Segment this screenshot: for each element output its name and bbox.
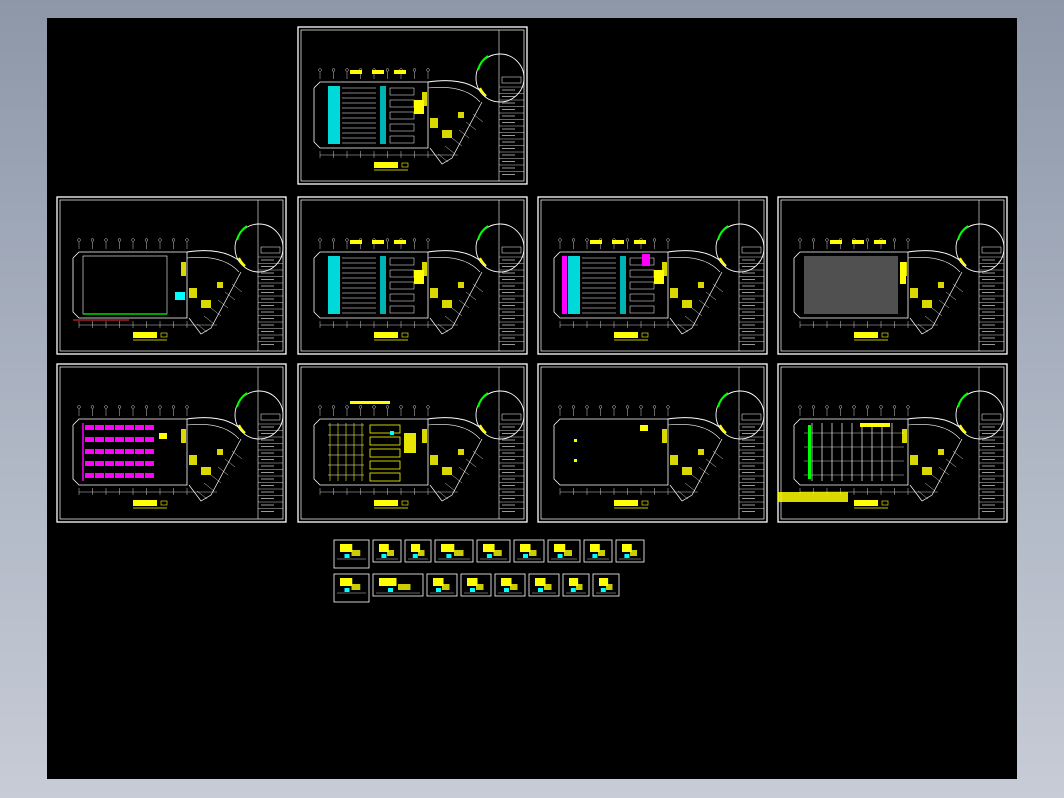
sheet-inner-border bbox=[540, 366, 765, 520]
sheet-outer-border bbox=[777, 196, 1008, 355]
sheet-outer-border bbox=[297, 196, 528, 355]
sheet-inner-border bbox=[540, 199, 765, 352]
sheet-inner-border bbox=[59, 366, 284, 520]
detail-sheet[interactable] bbox=[562, 573, 590, 597]
floor-plan bbox=[72, 238, 246, 335]
title-block bbox=[498, 30, 524, 181]
sheet-r1-c4[interactable] bbox=[777, 196, 1008, 355]
round-room bbox=[475, 223, 525, 273]
sheet-outer-border bbox=[537, 196, 768, 355]
detail-sheet[interactable] bbox=[615, 539, 645, 563]
detail-row-1[interactable] bbox=[333, 539, 645, 569]
sheet-inner-border bbox=[300, 366, 525, 520]
round-room bbox=[955, 223, 1005, 273]
title-block bbox=[498, 200, 524, 351]
round-room bbox=[234, 390, 284, 440]
title-block bbox=[257, 200, 283, 351]
annotations bbox=[133, 429, 223, 509]
annotations bbox=[614, 429, 704, 509]
round-room bbox=[955, 390, 1005, 440]
annotations bbox=[374, 92, 464, 171]
detail-sheet[interactable] bbox=[513, 539, 545, 563]
detail-sheet[interactable] bbox=[460, 573, 492, 597]
sheet-r1-c2[interactable] bbox=[297, 196, 528, 355]
floor-plan bbox=[313, 238, 487, 335]
detail-sheet[interactable] bbox=[404, 539, 432, 563]
round-room bbox=[234, 223, 284, 273]
sheet-r2-c2[interactable] bbox=[297, 363, 528, 523]
title-block bbox=[738, 200, 764, 351]
sheet-outer-border bbox=[777, 363, 1008, 523]
cad-model-space[interactable] bbox=[47, 18, 1017, 779]
sheet-outer-border bbox=[297, 26, 528, 185]
detail-sheet[interactable] bbox=[592, 573, 620, 597]
floor-plan bbox=[313, 68, 487, 165]
annotations bbox=[854, 429, 944, 509]
sheet-r1-c1[interactable] bbox=[56, 196, 287, 355]
detail-sheet[interactable] bbox=[426, 573, 458, 597]
title-block bbox=[498, 367, 524, 519]
sheet-inner-border bbox=[300, 199, 525, 352]
sheet-outer-border bbox=[56, 196, 287, 355]
cad-drawing-canvas[interactable] bbox=[47, 18, 1017, 779]
plan-interior bbox=[73, 255, 185, 321]
sheet-inner-border bbox=[780, 366, 1005, 520]
sheet-outer-border bbox=[297, 363, 528, 523]
detail-sheet[interactable] bbox=[528, 573, 560, 597]
sheet-inner-border bbox=[780, 199, 1005, 352]
detail-sheet[interactable] bbox=[434, 539, 474, 563]
round-room bbox=[715, 223, 765, 273]
sheet-inner-border bbox=[300, 29, 525, 182]
detail-row-2[interactable] bbox=[333, 573, 620, 603]
round-room bbox=[475, 53, 525, 103]
plan-interior bbox=[778, 423, 904, 502]
detail-sheet[interactable] bbox=[494, 573, 526, 597]
sheet-r2-c4[interactable] bbox=[777, 363, 1008, 523]
annotations bbox=[614, 262, 704, 341]
detail-sheet[interactable] bbox=[333, 573, 370, 603]
sheet-r2-c1[interactable] bbox=[56, 363, 287, 523]
plan-interior bbox=[562, 240, 664, 314]
detail-sheet[interactable] bbox=[372, 539, 402, 563]
sheet-outer-border bbox=[537, 363, 768, 523]
round-room bbox=[715, 390, 765, 440]
round-room bbox=[475, 390, 525, 440]
annotations bbox=[374, 262, 464, 341]
detail-sheet[interactable] bbox=[372, 573, 424, 597]
sheet-r1-c3[interactable] bbox=[537, 196, 768, 355]
sheet-top[interactable] bbox=[297, 26, 528, 185]
title-block bbox=[738, 367, 764, 519]
plan-interior bbox=[328, 240, 424, 314]
detail-sheet[interactable] bbox=[547, 539, 581, 563]
plan-interior bbox=[328, 401, 416, 482]
sheet-r2-c3[interactable] bbox=[537, 363, 768, 523]
detail-sheet[interactable] bbox=[333, 539, 370, 569]
sheet-inner-border bbox=[59, 199, 284, 352]
annotations bbox=[374, 429, 464, 509]
plan-interior bbox=[328, 70, 424, 144]
title-block bbox=[978, 200, 1004, 351]
annotations bbox=[133, 262, 223, 341]
detail-sheet[interactable] bbox=[476, 539, 511, 563]
plan-interior bbox=[574, 425, 648, 462]
plan-interior bbox=[82, 423, 167, 481]
title-block bbox=[257, 367, 283, 519]
plan-interior bbox=[804, 240, 906, 314]
title-block bbox=[978, 367, 1004, 519]
sheet-outer-border bbox=[56, 363, 287, 523]
detail-sheet[interactable] bbox=[583, 539, 613, 563]
